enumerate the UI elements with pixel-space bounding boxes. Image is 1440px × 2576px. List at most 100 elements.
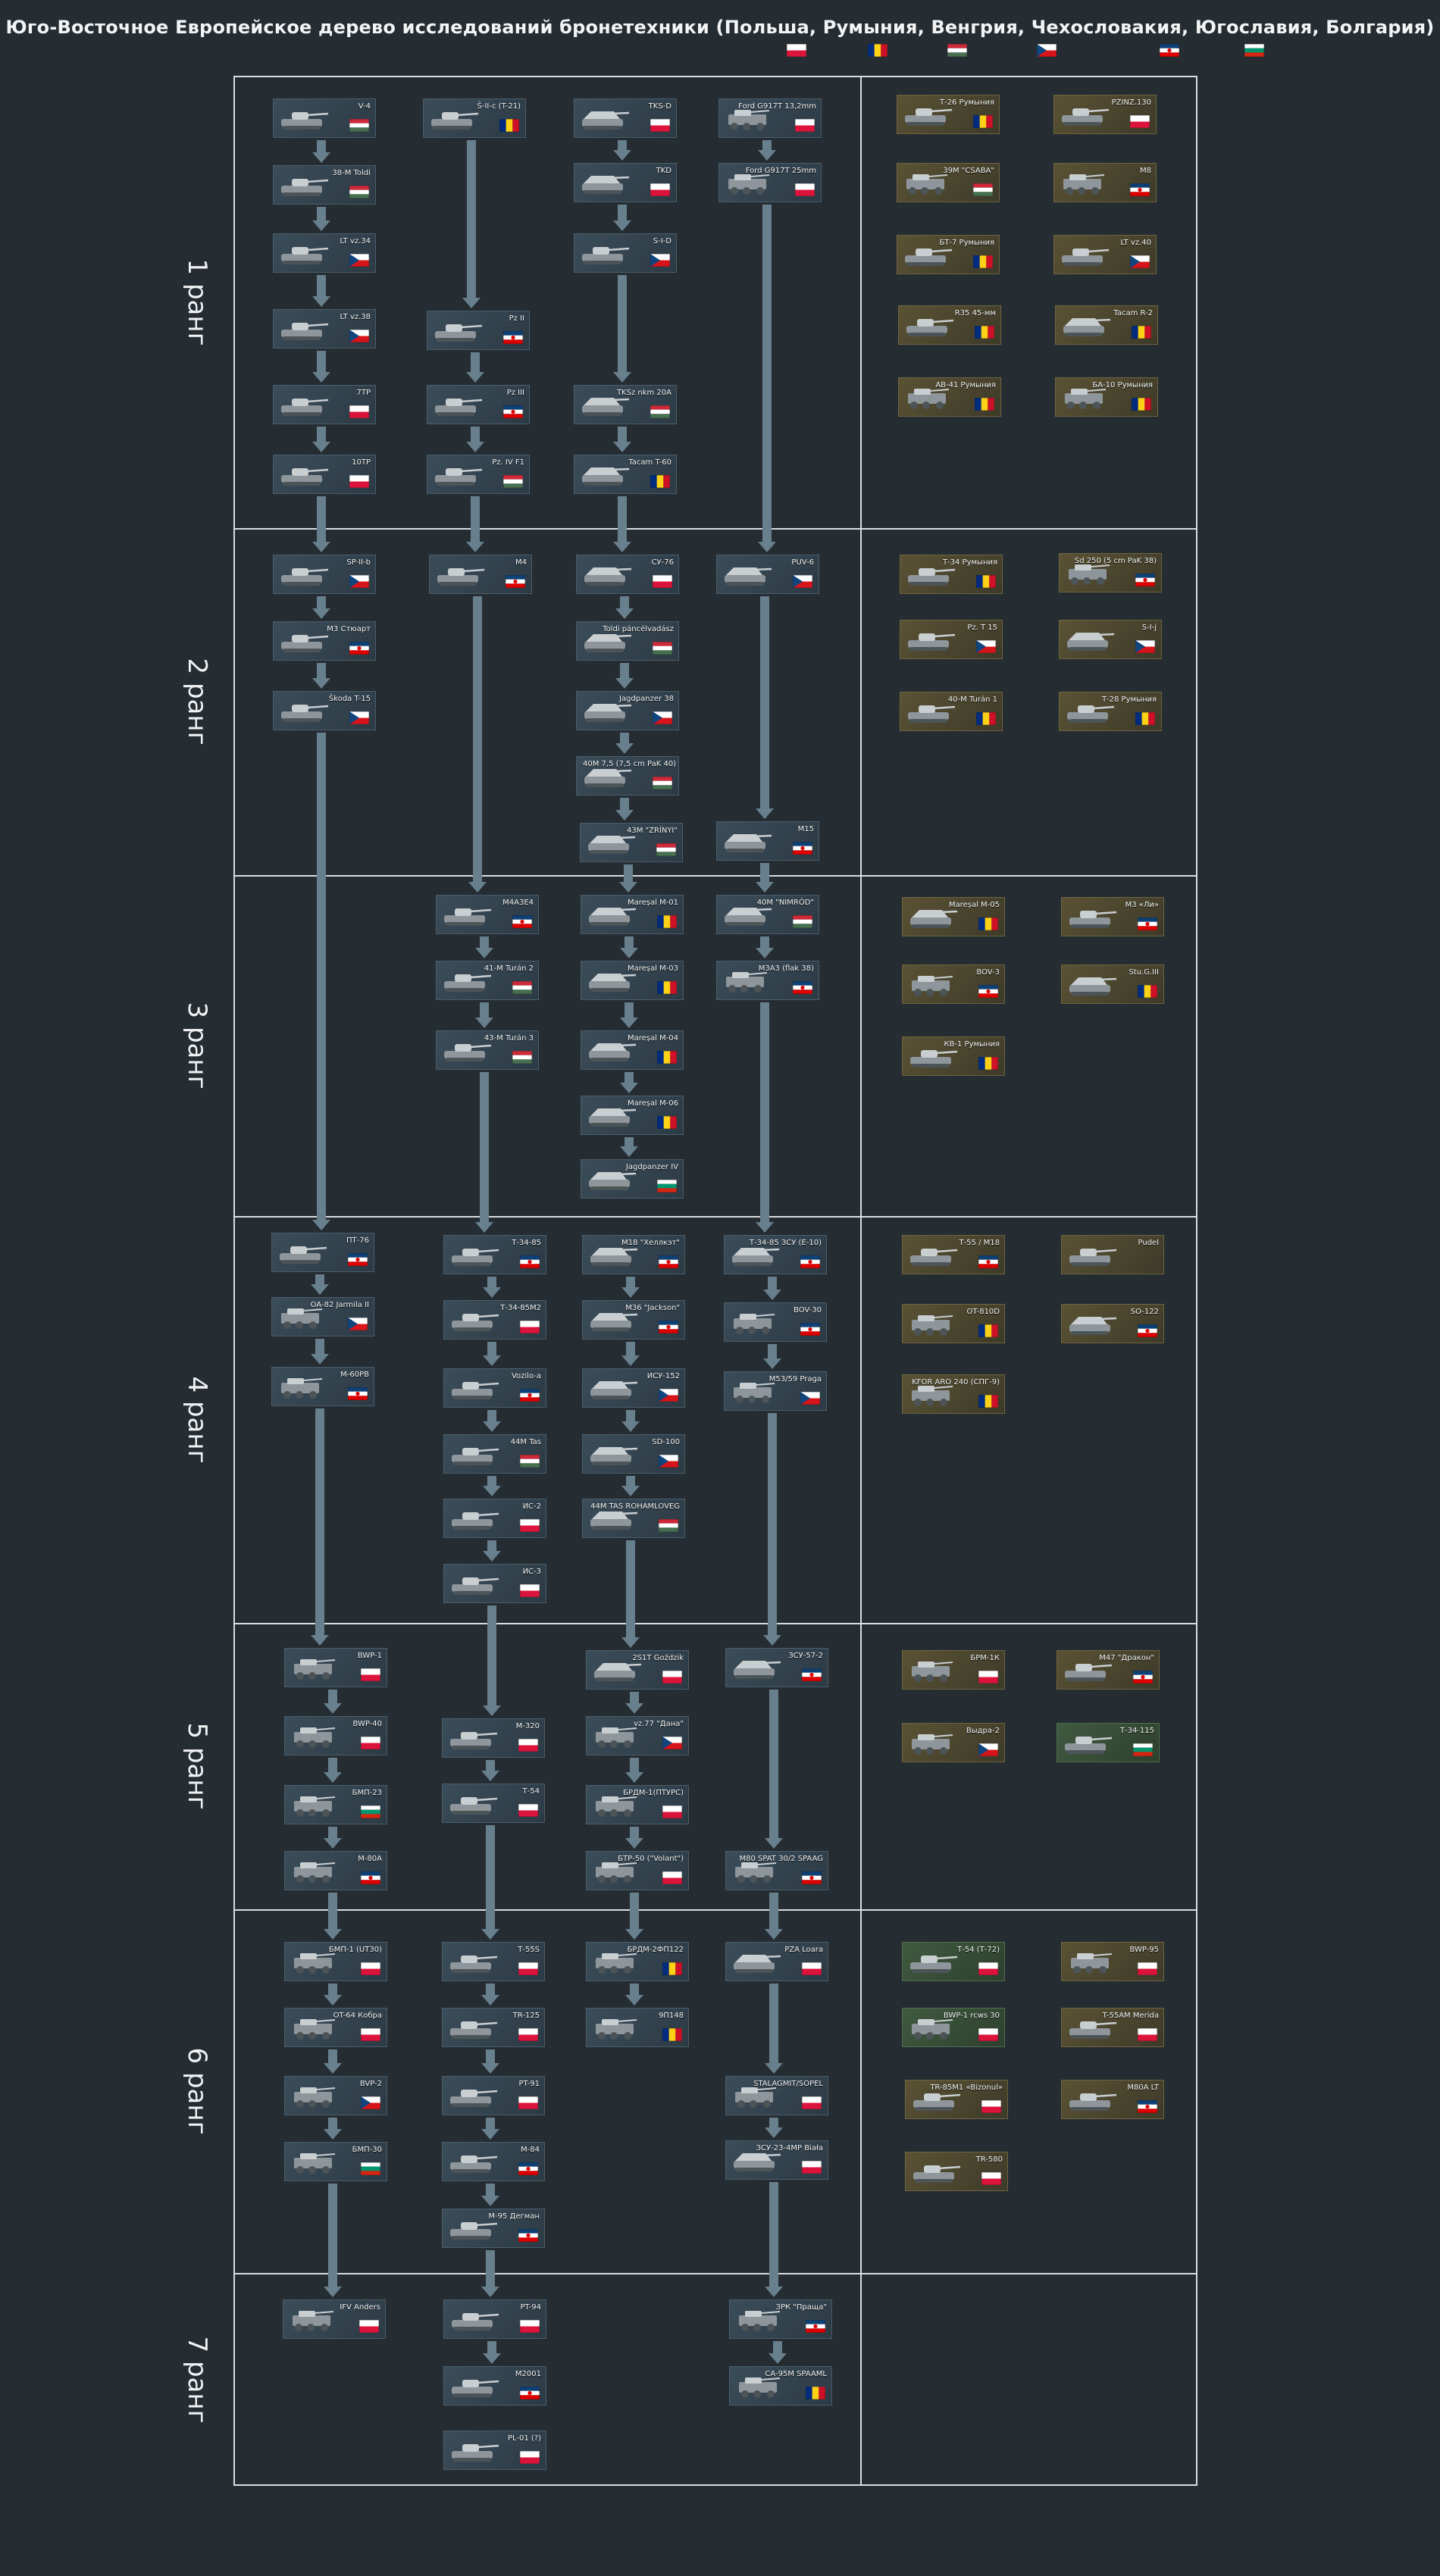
vehicle-card-10tp[interactable]: 10TP (273, 455, 376, 494)
vehicle-card-ford132[interactable]: Ford G917T 13,2mm (718, 98, 822, 138)
vehicle-card-puv6[interactable]: PUV-6 (716, 555, 819, 594)
vehicle-card-t55merida[interactable]: T-55AM Merida (1061, 2008, 1164, 2047)
vehicle-card-m8[interactable]: M8 (1053, 163, 1157, 202)
vehicle-card-tacamr2[interactable]: Tacam R-2 (1055, 305, 1158, 345)
vehicle-card-pudel[interactable]: Pudel (1061, 1235, 1164, 1274)
vehicle-card-t55m18[interactable]: Т-55 / M18 (902, 1235, 1005, 1274)
vehicle-card-ltvz38[interactable]: LT vz.38 (273, 309, 376, 349)
vehicle-card-sid[interactable]: S-I-D (574, 233, 677, 273)
vehicle-card-bt7r[interactable]: БТ-7 Румыния (897, 235, 1000, 274)
vehicle-card-pt94[interactable]: PT-94 (443, 2299, 546, 2339)
vehicle-card-s1j[interactable]: S-I-j (1059, 620, 1162, 659)
vehicle-card-brdm2[interactable]: БРДМ-2ФП122 (586, 1942, 689, 1981)
vehicle-card-toldi[interactable]: 38-M Toldi (273, 165, 376, 205)
vehicle-card-m80alt[interactable]: M80A LT (1061, 2080, 1164, 2119)
vehicle-card-bov30[interactable]: BOV-30 (724, 1302, 827, 1342)
vehicle-card-rohamlov[interactable]: 44M TAS ROHAMLOVEG (582, 1499, 685, 1538)
vehicle-card-m15[interactable]: M15 (716, 821, 819, 861)
vehicle-card-ot64[interactable]: OT-64 Кобра (284, 2008, 387, 2047)
vehicle-card-m18[interactable]: M18 "Хеллкэт" (582, 1235, 685, 1274)
vehicle-card-sd250[interactable]: Sd 250 (5 cm PaK 38) (1059, 553, 1162, 592)
vehicle-card-pt76[interactable]: ПТ-76 (271, 1233, 374, 1272)
vehicle-card-zrinyi[interactable]: 43M "ZRÍNYI" (580, 823, 683, 862)
vehicle-card-su76[interactable]: СУ-76 (576, 555, 679, 594)
vehicle-card-bwp1[interactable]: BWP-1 (284, 1648, 387, 1687)
vehicle-card-tksd[interactable]: TKS-D (574, 98, 677, 138)
vehicle-card-m06[interactable]: Mareșal M-06 (581, 1096, 684, 1135)
vehicle-card-m60pb[interactable]: M-60PB (271, 1367, 374, 1406)
vehicle-card-pzinz[interactable]: PZINZ.130 (1053, 95, 1157, 134)
vehicle-card-turan1[interactable]: 40-M Turán 1 (900, 692, 1003, 731)
vehicle-card-m3a3[interactable]: M3A3 (flak 38) (716, 961, 819, 1000)
vehicle-card-t15[interactable]: Škoda T-15 (273, 691, 376, 730)
vehicle-card-m2001[interactable]: M2001 (443, 2366, 546, 2406)
vehicle-card-toldip[interactable]: Toldi páncélvadász (576, 621, 679, 661)
vehicle-card-bwp1rcws[interactable]: BWP-1 rcws 30 (902, 2008, 1005, 2047)
vehicle-card-sd100[interactable]: SD-100 (582, 1434, 685, 1474)
vehicle-card-m01[interactable]: Mareșal M-01 (581, 895, 684, 934)
vehicle-card-pt91[interactable]: PT-91 (442, 2076, 545, 2115)
vehicle-card-t34115[interactable]: Т-34-115 (1057, 1723, 1160, 1762)
vehicle-card-sp2b[interactable]: SP-II-b (273, 555, 376, 594)
vehicle-card-40m75[interactable]: 40M 7,5 (7,5 cm PaK 40) (576, 756, 679, 796)
vehicle-card-r35[interactable]: R35 45-мм (898, 305, 1001, 345)
vehicle-card-m04[interactable]: Mareșal M-04 (581, 1030, 684, 1070)
vehicle-card-isu152[interactable]: ИСУ-152 (582, 1368, 685, 1408)
vehicle-card-tr125[interactable]: TR-125 (442, 2008, 545, 2047)
vehicle-card-t34zsu[interactable]: Т-34-85 ЗСУ (Е-10) (724, 1235, 827, 1274)
vehicle-card-vozilo[interactable]: Vozilo-a (443, 1368, 546, 1408)
vehicle-card-turan3[interactable]: 43-M Turán 3 (436, 1030, 539, 1070)
vehicle-card-m80spaag[interactable]: M80 SPAT 30/2 SPAAG (725, 1851, 828, 1890)
vehicle-card-btr50[interactable]: БТР-50 ("Volant") (586, 1851, 689, 1890)
vehicle-card-t54t72[interactable]: Т-54 (Т-72) (902, 1942, 1005, 1981)
vehicle-card-jp38[interactable]: Jagdpanzer 38 (576, 691, 679, 730)
vehicle-card-t54[interactable]: Т-54 (442, 1784, 545, 1823)
vehicle-card-zsu23[interactable]: ЗСУ-23-4МР Biała (725, 2140, 828, 2180)
vehicle-card-bwp40[interactable]: BWP-40 (284, 1716, 387, 1755)
vehicle-card-tr85m1[interactable]: TR-85M1 «Bizonul» (905, 2080, 1008, 2119)
vehicle-card-t3485m2[interactable]: Т-34-85M2 (443, 1300, 546, 1340)
vehicle-card-sii[interactable]: Š-II-c (T-21) (423, 98, 526, 138)
vehicle-card-bmp1[interactable]: БМП-1 (UT30) (284, 1942, 387, 1981)
vehicle-card-bvp2[interactable]: BVP-2 (284, 2076, 387, 2115)
vehicle-card-turan2[interactable]: 41-M Turán 2 (436, 961, 539, 1000)
vehicle-card-m320[interactable]: M-320 (442, 1718, 545, 1758)
vehicle-card-m47[interactable]: M47 "Дракон" (1057, 1650, 1160, 1690)
vehicle-card-bmp23[interactable]: БМП-23 (284, 1785, 387, 1824)
vehicle-card-csaba[interactable]: 39M "CSABA" (897, 163, 1000, 202)
vehicle-card-pziv[interactable]: Pz. IV F1 (427, 455, 530, 494)
vehicle-card-aro240[interactable]: KFOR ARO 240 (СПГ-9) (902, 1374, 1005, 1414)
vehicle-card-kv1r[interactable]: КВ-1 Румыния (902, 1036, 1005, 1076)
vehicle-card-anders[interactable]: IFV Anders (283, 2299, 386, 2339)
vehicle-card-zsu572[interactable]: ЗСУ-57-2 (725, 1648, 828, 1687)
vehicle-card-9p148[interactable]: 9П148 (586, 2008, 689, 2047)
vehicle-card-m36[interactable]: M36 "Jackson" (582, 1300, 685, 1340)
vehicle-card-is3[interactable]: ИС-3 (443, 1564, 546, 1603)
vehicle-card-t55s[interactable]: Т-55S (442, 1942, 545, 1981)
vehicle-card-praga[interactable]: ЗРК "Праща" (729, 2299, 832, 2339)
vehicle-card-nimrod[interactable]: 40M "NIMRÓD" (716, 895, 819, 934)
vehicle-card-m3lee[interactable]: M3 «Ли» (1061, 897, 1164, 936)
vehicle-card-bmp30[interactable]: БМП-30 (284, 2142, 387, 2181)
vehicle-card-pzii[interactable]: Pz II (427, 311, 530, 350)
vehicle-card-tkd[interactable]: TKD (574, 163, 677, 202)
vehicle-card-bov3[interactable]: BOV-3 (902, 964, 1005, 1004)
vehicle-card-tks20[interactable]: TKSz nkm 20A (574, 385, 677, 424)
vehicle-card-m03[interactable]: Mareșal M-03 (581, 961, 684, 1000)
vehicle-card-stalagmit[interactable]: STALAGMIT/SOPEL (725, 2076, 828, 2115)
vehicle-card-m95[interactable]: M-95 Дегман (442, 2209, 545, 2248)
vehicle-card-ab41[interactable]: AB-41 Румыния (898, 377, 1001, 417)
vehicle-card-m4[interactable]: M4 (429, 555, 532, 594)
vehicle-card-pziii[interactable]: Pz III (427, 385, 530, 424)
vehicle-card-ford25[interactable]: Ford G917T 25mm (718, 163, 822, 202)
vehicle-card-ltvz34[interactable]: LT vz.34 (273, 233, 376, 273)
vehicle-card-bwp95[interactable]: BWP-95 (1061, 1942, 1164, 1981)
vehicle-card-vydra[interactable]: Выдра-2 (902, 1723, 1005, 1762)
vehicle-card-jpiv[interactable]: Jagdpanzer IV (581, 1159, 684, 1199)
vehicle-card-m80a[interactable]: M-80A (284, 1851, 387, 1890)
vehicle-card-oa82[interactable]: OA-82 Jarmila II (271, 1297, 374, 1336)
vehicle-card-so122[interactable]: SO-122 (1061, 1304, 1164, 1343)
vehicle-card-brdm1[interactable]: БРДМ-1(ПТУРС) (586, 1785, 689, 1824)
vehicle-card-t28r[interactable]: Т-28 Румыния (1059, 692, 1162, 731)
vehicle-card-pzt15[interactable]: Pz. T 15 (900, 620, 1003, 659)
